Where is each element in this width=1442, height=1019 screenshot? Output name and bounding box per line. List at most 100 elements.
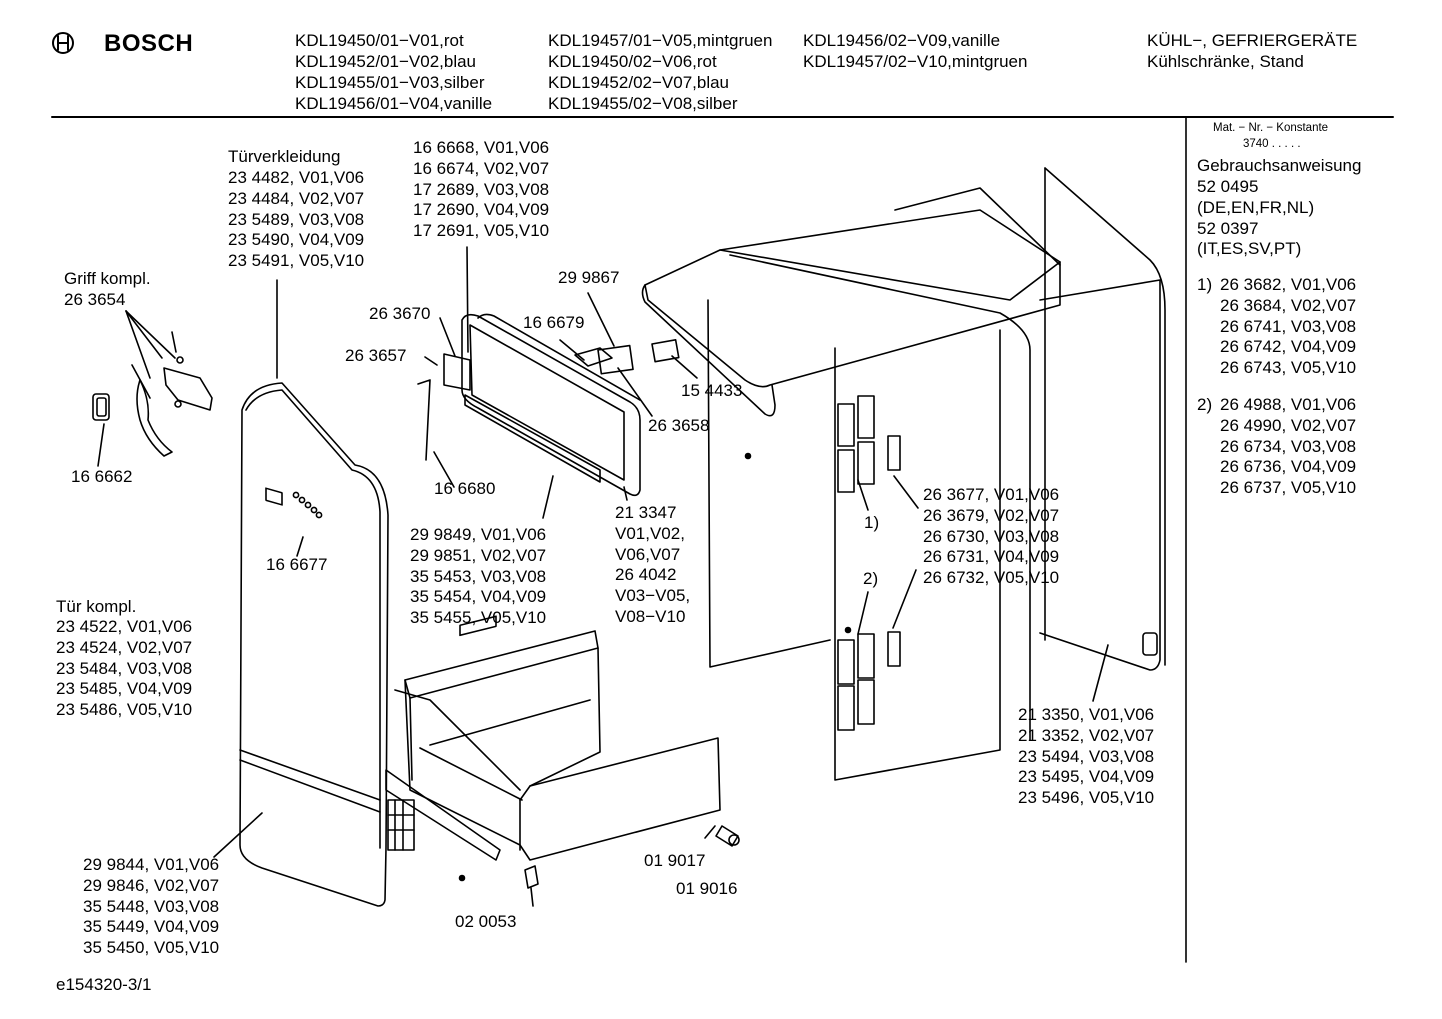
door-complete-parts: 23 4522, V01,V06 23 4524, V02,V07 23 548… <box>56 617 192 721</box>
hinge-2-marker: 2) <box>863 569 879 588</box>
part-line: 16 6674, V02,V07 <box>413 158 550 178</box>
bosch-logo-icon <box>52 32 74 54</box>
part-line: 23 5489, V03,V08 <box>228 209 365 229</box>
model-item: KDL19455/02−V08,silber <box>548 94 738 113</box>
part-line: 23 5495, V04,V09 <box>1018 767 1155 787</box>
part-line: 23 5484, V03,V08 <box>56 658 193 678</box>
hinge-1-marker: 1) <box>864 513 880 532</box>
bracket-shape <box>443 353 471 391</box>
model-item: KDL19452/01−V02,blau <box>295 52 477 71</box>
drawer-front-parts: 29 9849, V01,V06 29 9851, V02,V07 35 545… <box>410 525 546 629</box>
manual-line: (DE,EN,FR,NL) <box>1197 197 1315 217</box>
footnote-line: 26 3684, V02,V07 <box>1220 295 1357 315</box>
part-263657: 26 3657 <box>345 346 407 365</box>
part-line: 17 2689, V03,V08 <box>413 179 550 199</box>
part-line: 21 3352, V02,V07 <box>1018 725 1155 745</box>
manual-list: 52 0495 (DE,EN,FR,NL) 52 0397 (IT,ES,SV,… <box>1197 177 1314 260</box>
category-title: KÜHL−, GEFRIERGERÄTE Kühlschränke, Stand <box>1147 30 1357 72</box>
category-line: KÜHL−, GEFRIERGERÄTE <box>1147 31 1358 50</box>
part-line: 23 5485, V04,V09 <box>56 679 193 699</box>
part-line: 21 3347 <box>615 503 677 522</box>
handle-assembly-shape <box>92 331 213 457</box>
part-line: 23 5494, V03,V08 <box>1018 746 1155 766</box>
part-166677: 16 6677 <box>266 555 328 574</box>
part-154433: 15 4433 <box>681 381 743 400</box>
part-166679: 16 6679 <box>523 313 585 332</box>
drawer-shape <box>385 615 740 889</box>
part-line: 26 6732, V05,V10 <box>923 568 1060 588</box>
part-line: 23 5486, V05,V10 <box>56 700 193 720</box>
door-cover-title: Türverkleidung <box>228 147 341 166</box>
footnote-2-list: 26 4988, V01,V06 26 4990, V02,V07 26 673… <box>1220 395 1356 499</box>
brand-name: BOSCH <box>104 30 194 57</box>
part-263658: 26 3658 <box>648 416 710 435</box>
part-line: 26 4042 <box>615 565 677 585</box>
category-line: Kühlschränke, Stand <box>1147 52 1304 71</box>
part-line: 17 2691, V05,V10 <box>413 221 550 241</box>
part-line: 23 4482, V01,V06 <box>228 168 365 187</box>
door-complete-title: Tür kompl. <box>56 597 137 616</box>
part-299867: 29 9867 <box>558 268 620 287</box>
door-bottom-parts: 29 9844, V01,V06 29 9846, V02,V07 35 544… <box>83 855 219 959</box>
door-panel-shape <box>239 382 389 907</box>
part-line: 17 2690, V04,V09 <box>413 200 550 220</box>
part-line: 23 5491, V05,V10 <box>228 251 365 271</box>
part-line: 29 9851, V02,V07 <box>410 545 547 565</box>
part-line: 23 4522, V01,V06 <box>56 617 193 636</box>
manual-line: 52 0397 <box>1197 218 1259 238</box>
part-line: 23 5496, V05,V10 <box>1018 788 1155 808</box>
door-frame-shape <box>461 313 641 497</box>
part-263670: 26 3670 <box>369 304 431 323</box>
part-line: 35 5450, V05,V10 <box>83 938 220 958</box>
model-item: KDL19457/01−V05,mintgruen <box>548 31 773 50</box>
part-line: 29 9844, V01,V06 <box>83 855 220 874</box>
footnote-line: 26 6737, V05,V10 <box>1220 478 1357 498</box>
part-line: 26 6730, V03,V08 <box>923 526 1060 546</box>
footnote-line: 26 6734, V03,V08 <box>1220 436 1357 456</box>
handle-number: 26 3654 <box>64 290 126 309</box>
manual-line: 52 0495 <box>1197 177 1259 196</box>
model-list-col1: KDL19450/01−V01,rot KDL19452/01−V02,blau… <box>295 30 492 114</box>
part-019016: 01 9016 <box>676 879 738 898</box>
part-213347-group: 21 3347 V01,V02, V06,V07 26 4042 V03−V05… <box>615 503 690 628</box>
model-item: KDL19457/02−V10,mintgruen <box>803 52 1028 71</box>
footnote-line: 26 6742, V04,V09 <box>1220 337 1357 357</box>
model-item: KDL19456/01−V04,vanille <box>295 94 493 113</box>
part-019017: 01 9017 <box>644 851 706 870</box>
part-line: 23 4484, V02,V07 <box>228 188 365 208</box>
part-line: 29 9849, V01,V06 <box>410 525 547 544</box>
mat-number-label: Mat. − Nr. − Konstante <box>1213 122 1329 134</box>
part-line: 16 6668, V01,V06 <box>413 138 550 157</box>
part-020053: 02 0053 <box>455 912 517 931</box>
model-list-col3: KDL19456/02−V09,vanille KDL19457/02−V10,… <box>803 30 1027 72</box>
model-list-col2: KDL19457/01−V05,mintgruen KDL19450/02−V0… <box>548 30 772 114</box>
footnote-1-list: 26 3682, V01,V06 26 3684, V02,V07 26 674… <box>1220 275 1356 379</box>
footnote-line: 26 4990, V02,V07 <box>1220 415 1357 435</box>
model-item: KDL19450/01−V01,rot <box>295 31 464 50</box>
part-line: 23 5490, V04,V09 <box>228 230 365 250</box>
part-line: 26 3679, V02,V07 <box>923 505 1060 525</box>
side-panel-parts: 21 3350, V01,V06 21 3352, V02,V07 23 549… <box>1018 705 1154 809</box>
handle-title: Griff kompl. <box>64 269 151 288</box>
part-line: V03−V05, <box>615 586 691 606</box>
part-line: 35 5455, V05,V10 <box>410 608 547 628</box>
footnote-line: 26 4988, V01,V06 <box>1220 395 1357 414</box>
part-line: 26 6731, V04,V09 <box>923 547 1060 567</box>
manual-title: Gebrauchsanweisung <box>1197 156 1362 175</box>
part-line: 35 5454, V04,V09 <box>410 587 547 607</box>
model-item: KDL19456/02−V09,vanille <box>803 31 1001 50</box>
part-166680: 16 6680 <box>434 479 496 498</box>
part-line: 35 5448, V03,V08 <box>83 896 220 916</box>
model-item: KDL19455/01−V03,silber <box>295 73 485 92</box>
part-line: 21 3350, V01,V06 <box>1018 705 1155 724</box>
part-line: 35 5453, V03,V08 <box>410 566 547 586</box>
part-166662: 16 6662 <box>71 467 133 486</box>
frame-parts: 16 6668, V01,V06 16 6674, V02,V07 17 268… <box>413 138 549 242</box>
door-cover-parts: 23 4482, V01,V06 23 4484, V02,V07 23 548… <box>228 168 364 272</box>
footnote-line: 26 3682, V01,V06 <box>1220 275 1357 294</box>
part-line: V06,V07 <box>615 544 681 564</box>
part-line: V08−V10 <box>615 606 686 626</box>
footnote-line: 26 6743, V05,V10 <box>1220 358 1357 378</box>
part-line: 35 5449, V04,V09 <box>83 917 220 937</box>
